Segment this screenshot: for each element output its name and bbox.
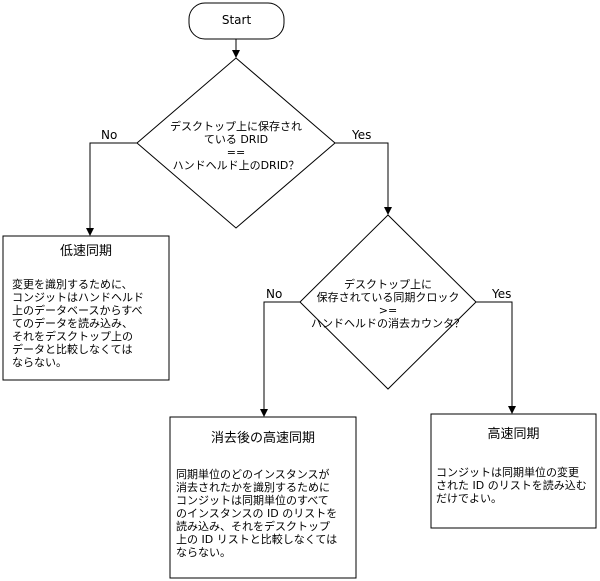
slow-sync-box xyxy=(2,235,170,381)
arrow-decision1-no xyxy=(86,142,137,236)
decision1-line3: == xyxy=(226,146,246,159)
fast-sync-title: 高速同期 xyxy=(487,427,540,442)
decision2-line1: デスクトップ上に xyxy=(344,278,432,291)
fast-after-purge-box xyxy=(169,416,357,579)
decision2-no-label: No xyxy=(266,287,283,301)
fast-after-purge-text: 同期単位のどのインスタンスが 消去されたかを識別するために コンジットは同期単位… xyxy=(176,468,338,559)
decision2-line3: >= xyxy=(378,304,398,317)
start-label: Start xyxy=(221,13,252,27)
fast-sync-box xyxy=(430,413,597,529)
decision2-yes-label: Yes xyxy=(492,287,512,301)
decision1-diamond xyxy=(136,57,336,229)
slow-sync-text: 変更を識別するために、 コンジットはハンドヘルド 上のデータベースからすべ ての… xyxy=(12,278,144,369)
arrow-decision1-yes xyxy=(335,142,392,215)
decision1-line1: デスクトップ上に保存され xyxy=(170,120,302,133)
decision2-diamond xyxy=(299,214,477,390)
fast-sync-text: コンジットは同期単位の変更 された ID のリストを読み込む だけでよい。 xyxy=(436,466,587,505)
decision1-no-label: No xyxy=(101,128,118,142)
slow-sync-title: 低速同期 xyxy=(59,244,112,259)
arrow-decision2-yes xyxy=(476,301,516,414)
fast-after-purge-title: 消去後の高速同期 xyxy=(210,431,315,446)
decision1-line4: ハンドヘルド上のDRID？ xyxy=(172,159,300,172)
decision1-yes-label: Yes xyxy=(352,128,372,142)
decision2-line4: ハンドヘルドの消去カウンタ？ xyxy=(311,317,465,330)
arrow-decision2-no xyxy=(260,301,300,417)
decision2-line2: 保存されている同期クロック xyxy=(316,291,460,304)
decision1-line2: ている DRID xyxy=(203,133,269,146)
